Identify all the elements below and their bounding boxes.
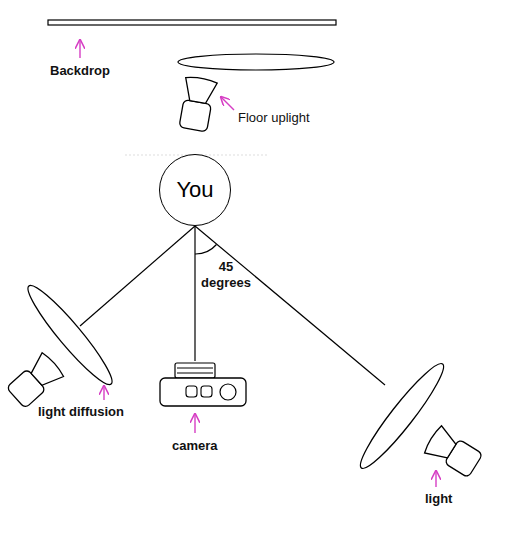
sight-line [80, 226, 195, 326]
pointer-arrow [194, 414, 195, 433]
part-label: Backdrop [50, 63, 110, 79]
pointer-arrow [79, 40, 80, 58]
sight-line [194, 226, 195, 361]
part-label: Floor uplight [238, 110, 310, 126]
part-label: light diffusion [38, 404, 124, 420]
part-label: camera [172, 438, 218, 454]
angle-arc [195, 245, 217, 255]
fill-light [423, 425, 484, 480]
backdrop-bar [48, 20, 336, 25]
light-reflector [353, 357, 452, 475]
angle-label: 45 degrees [199, 259, 253, 290]
camera-icon [160, 363, 246, 406]
key-light [5, 351, 65, 410]
pointer-arrow [221, 97, 234, 110]
pointer-arrow [103, 386, 104, 400]
subject-circle: You [159, 154, 231, 226]
node-text: You [176, 177, 213, 203]
part-label: light [425, 491, 452, 507]
pointer-arrow [435, 471, 436, 487]
floor-uplight [177, 76, 218, 133]
sight-line [195, 226, 385, 385]
uplight-diffuser [178, 54, 334, 70]
